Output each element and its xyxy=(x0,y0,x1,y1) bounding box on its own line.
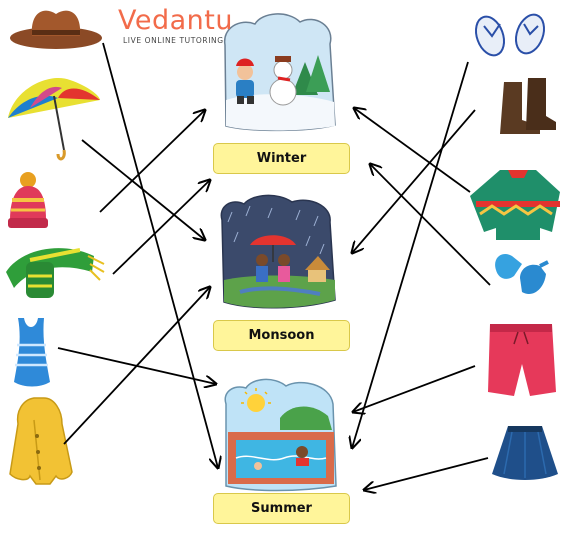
logo-wordmark: Vedantu xyxy=(118,5,233,36)
raincoat-icon xyxy=(9,397,73,485)
shorts-icon xyxy=(488,324,556,396)
umbrella-icon xyxy=(8,77,100,161)
gloves-icon xyxy=(495,253,549,294)
summer-scene-image xyxy=(224,378,337,492)
muffler-icon xyxy=(6,248,105,298)
flip-flops-icon xyxy=(474,13,546,57)
cowboy-hat-icon xyxy=(10,10,102,49)
vedantu-logo: Vedantu LIVE ONLINE TUTORING xyxy=(118,5,233,46)
arrow-gloves-to-winter xyxy=(370,164,491,286)
sweater-icon xyxy=(470,170,560,240)
winter-scene-image xyxy=(224,13,336,132)
arrow-umbrella-to-monsoon xyxy=(81,139,205,240)
arrow-gumboots-to-monsoon xyxy=(352,109,476,253)
skirt-icon xyxy=(492,426,558,480)
arrow-hat-to-summer xyxy=(102,42,218,468)
monsoon-scene-image xyxy=(220,194,336,309)
arrow-shorts-to-summer xyxy=(353,365,476,412)
arrows xyxy=(57,42,491,490)
arrow-sweater-to-winter xyxy=(354,108,471,193)
arrow-raincoat-to-monsoon xyxy=(63,287,210,445)
arrow-muffler-to-winter xyxy=(112,180,210,275)
summer-label: Summer xyxy=(213,493,350,524)
swimsuit-icon xyxy=(14,318,50,387)
logo-tagline: LIVE ONLINE TUTORING xyxy=(123,36,224,45)
woolen-cap-icon xyxy=(8,172,48,228)
arrow-cap-to-winter xyxy=(99,110,205,213)
arrow-flipflops-to-summer xyxy=(352,61,469,448)
winter-label: Winter xyxy=(213,143,350,174)
monsoon-label: Monsoon xyxy=(213,320,350,351)
gumboots-icon xyxy=(500,78,556,134)
arrow-skirt-to-summer xyxy=(364,457,489,490)
